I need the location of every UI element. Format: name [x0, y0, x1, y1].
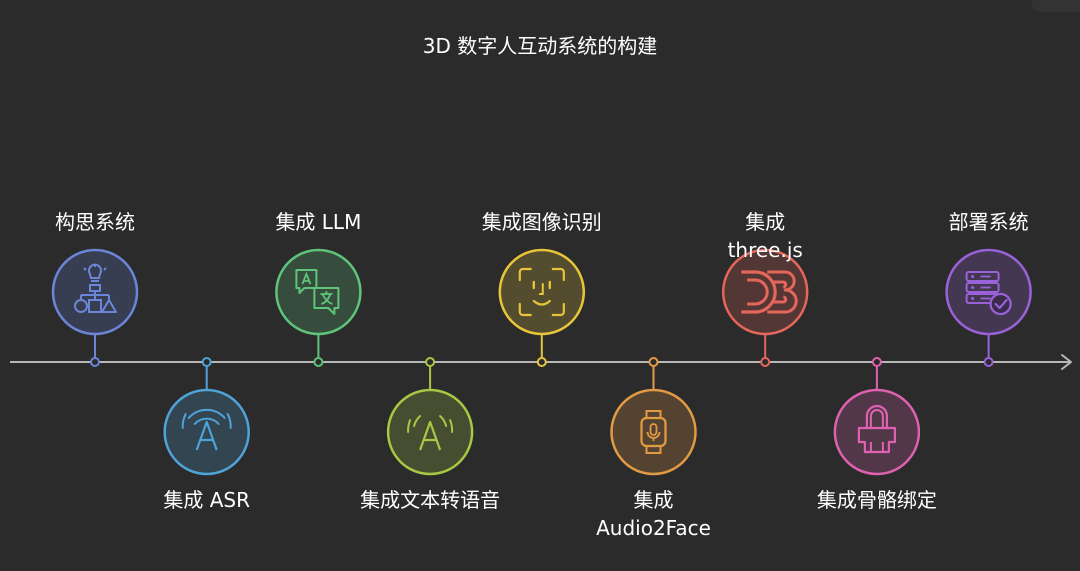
lightbulb-flowchart-icon — [74, 263, 117, 313]
diagram-title: 3D 数字人互动系统的构建 — [422, 34, 658, 58]
server-check-icon — [965, 271, 1012, 316]
speech-recognition-icon — [181, 408, 232, 451]
timeline-arrowhead — [1061, 354, 1072, 370]
step-marker — [201, 357, 212, 367]
timeline-step — [945, 248, 1032, 367]
timeline-step — [386, 357, 474, 476]
timeline-step — [275, 248, 362, 367]
step-marker — [425, 357, 436, 367]
step-label: 集成文本转语音 — [360, 488, 501, 512]
step-marker — [648, 357, 659, 367]
timeline-step — [833, 357, 921, 476]
step-label: 集成骨骼绑定 — [816, 488, 937, 512]
text-to-speech-icon — [407, 415, 454, 451]
binder-clip-icon — [857, 404, 897, 454]
step-circle — [386, 388, 474, 476]
step-marker — [536, 357, 547, 367]
corner-tab — [1032, 0, 1080, 12]
step-label: 构思系统 — [55, 210, 135, 234]
step-marker — [983, 357, 994, 367]
timeline-step — [721, 248, 809, 367]
step-label: 集成 LLM — [275, 210, 362, 234]
step-label: 部署系统 — [948, 210, 1029, 234]
timeline-step — [163, 357, 250, 476]
face-scan-icon — [518, 267, 565, 317]
step-label: 集成 ASR — [163, 488, 250, 512]
step-marker — [871, 357, 882, 367]
step-marker — [90, 357, 100, 367]
smartwatch-mic-icon — [640, 410, 667, 454]
step-circle — [833, 388, 921, 476]
translate-icon — [295, 269, 340, 315]
step-circle — [275, 248, 362, 336]
timeline-step — [51, 248, 139, 367]
step-label: 集成图像识别 — [481, 210, 602, 234]
step-circle — [610, 388, 697, 476]
step-marker — [313, 357, 324, 367]
step-label: 集成 Audio2Face — [596, 488, 711, 540]
timeline-step — [498, 248, 586, 367]
step-circle — [163, 388, 250, 476]
d3-logo-icon — [741, 270, 798, 314]
step-label: 集成 three.js — [727, 210, 803, 262]
step-marker — [760, 357, 771, 367]
timeline-step — [610, 357, 697, 476]
